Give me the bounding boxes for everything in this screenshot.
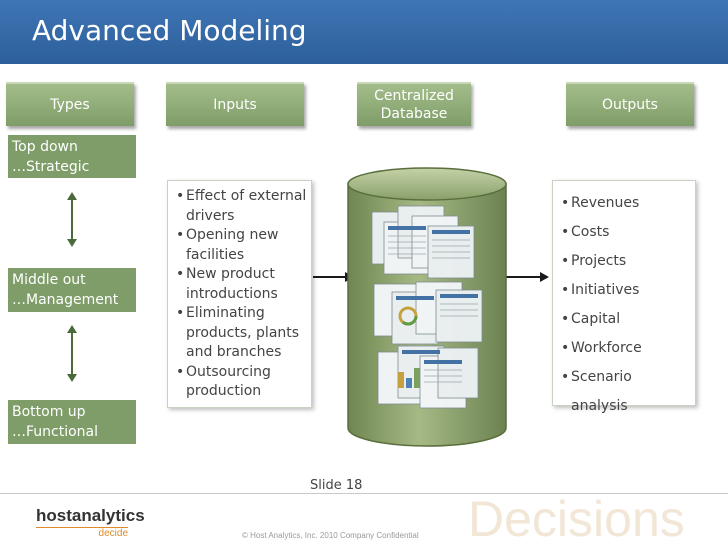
level-sublabel: …Functional [12,424,99,440]
level-sublabel: …Strategic [12,159,90,175]
list-item: Effect of external drivers [174,187,307,226]
level-label: Bottom up [12,404,86,420]
copyright-notice: © Host Analytics, Inc. 2010 Company Conf… [242,531,419,540]
list-item: Capital [559,305,691,334]
level-sublabel: …Management [12,292,119,308]
logo-rule [36,527,128,528]
level-middle-out: Middle out …Management [8,268,136,312]
list-item: Revenues [559,189,691,218]
list-item: Projects [559,247,691,276]
list-item: Scenario analysis [559,363,691,421]
report-sheets [371,205,483,409]
list-item: Initiatives [559,276,691,305]
list-item: Outsourcing production [174,363,307,402]
level-label: Middle out [12,272,86,288]
footer-divider [0,493,728,494]
company-logo: hostanalytics decide [36,507,145,540]
header-inputs: Inputs [166,82,304,126]
header-outputs: Outputs [566,82,694,126]
logo-name: hostanalytics [36,506,145,525]
list-item: Opening new facilities [174,226,307,265]
database-cylinder-icon [347,167,507,447]
header-types: Types [6,82,134,126]
list-item: Workforce [559,334,691,363]
list-item: Costs [559,218,691,247]
outputs-card: Revenues Costs Projects Initiatives Capi… [552,180,696,414]
list-item: Eliminating products, plants and branche… [174,304,307,363]
title-bar: Advanced Modeling [0,0,728,64]
level-bottom-up: Bottom up …Functional [8,400,136,444]
watermark: Decisions [468,491,685,546]
slide-number: Slide 18 [310,478,363,493]
level-label: Top down [12,139,78,155]
inputs-card: Effect of external drivers Opening new f… [167,180,312,408]
header-database: Centralized Database [357,82,471,126]
logo-tagline: decide [98,528,128,539]
level-top-down: Top down …Strategic [8,135,136,178]
list-item: New product introductions [174,265,307,304]
slide-title: Advanced Modeling [32,14,307,47]
